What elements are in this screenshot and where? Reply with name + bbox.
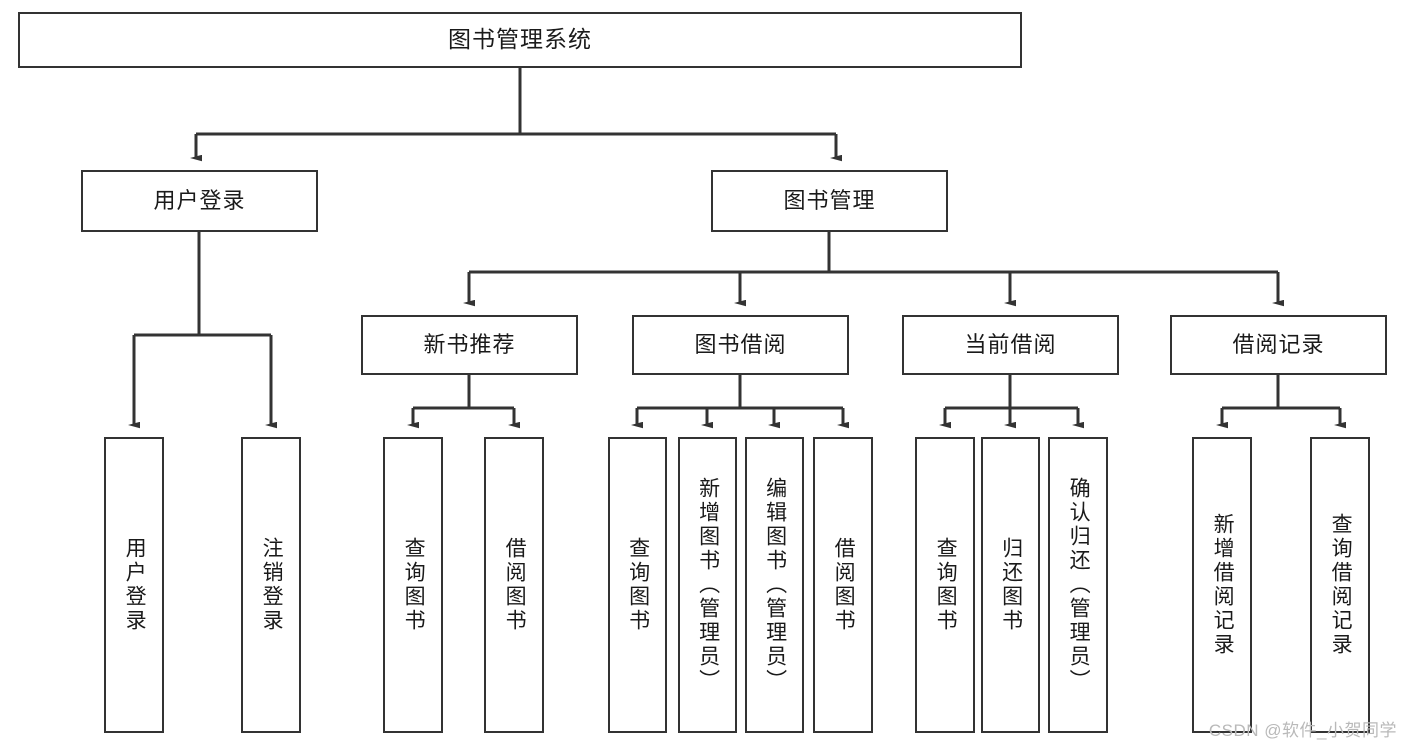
leaf-borrow-borrow-books[interactable]: 借阅图书 — [813, 437, 873, 733]
node-borrow-record[interactable]: 借阅记录 — [1170, 315, 1387, 375]
leaf-label: 注销登录 — [260, 537, 284, 633]
leaf-label: 查询图书 — [934, 537, 958, 633]
node-book-management[interactable]: 图书管理 — [711, 170, 948, 232]
leaf-current-return-books[interactable]: 归还图书 — [981, 437, 1040, 733]
leaf-label: 查询图书 — [402, 537, 426, 633]
leaf-current-query-books[interactable]: 查询图书 — [915, 437, 975, 733]
leaf-borrow-query-books[interactable]: 查询图书 — [608, 437, 667, 733]
node-current-borrow[interactable]: 当前借阅 — [902, 315, 1119, 375]
node-user-login[interactable]: 用户登录 — [81, 170, 318, 232]
leaf-newbook-borrow-books[interactable]: 借阅图书 — [484, 437, 544, 733]
leaf-user-login-signin[interactable]: 用户登录 — [104, 437, 164, 733]
leaf-label: 新增借阅记录 — [1211, 513, 1235, 657]
leaf-label: 借阅图书 — [503, 537, 527, 633]
leaf-label: 查询借阅记录 — [1329, 513, 1353, 657]
leaf-record-query-record[interactable]: 查询借阅记录 — [1310, 437, 1370, 733]
csdn-watermark: CSDN @软件_小贺同学 — [1208, 721, 1397, 740]
leaf-borrow-edit-book-admin[interactable]: 编辑图书（管理员） — [745, 437, 804, 733]
leaf-borrow-add-book-admin[interactable]: 新增图书（管理员） — [678, 437, 737, 733]
leaf-current-confirm-return-admin[interactable]: 确认归还（管理员） — [1048, 437, 1108, 733]
node-book-borrow[interactable]: 图书借阅 — [632, 315, 849, 375]
node-root-system[interactable]: 图书管理系统 — [18, 12, 1022, 68]
leaf-user-login-signout[interactable]: 注销登录 — [241, 437, 301, 733]
leaf-label: 借阅图书 — [832, 537, 856, 633]
leaf-newbook-query-books[interactable]: 查询图书 — [383, 437, 443, 733]
leaf-label: 确认归还（管理员） — [1067, 477, 1091, 693]
node-new-book-recommend[interactable]: 新书推荐 — [361, 315, 578, 375]
leaf-label: 编辑图书（管理员） — [763, 477, 787, 693]
leaf-label: 查询图书 — [626, 537, 650, 633]
leaf-record-add-record[interactable]: 新增借阅记录 — [1192, 437, 1252, 733]
leaf-label: 新增图书（管理员） — [696, 477, 720, 693]
leaf-label: 归还图书 — [999, 537, 1023, 633]
leaf-label: 用户登录 — [123, 537, 147, 633]
